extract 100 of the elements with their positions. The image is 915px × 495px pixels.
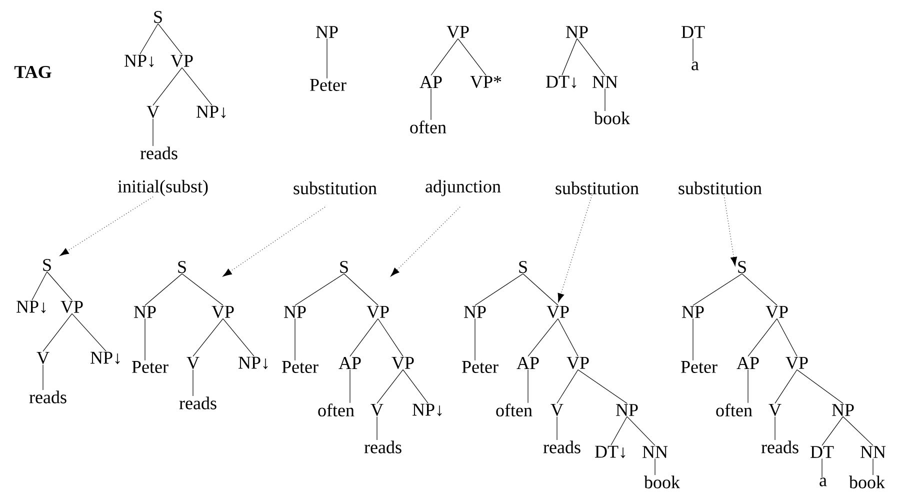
tree-branch (458, 38, 486, 76)
tree-label: a (820, 478, 827, 486)
tree-label: NP (464, 306, 486, 318)
tree-branch (294, 273, 344, 306)
tree-label: NP↓ (196, 106, 226, 118)
tree-branch (140, 23, 158, 54)
tree-branch (528, 318, 558, 357)
tree-branch (692, 273, 742, 306)
tree-branch (46, 271, 72, 301)
tree-branch (376, 416, 378, 440)
tree-label: NP (616, 404, 638, 416)
heading-label: TAG (14, 66, 52, 78)
tree-label: AP (420, 76, 442, 88)
tree-branch (796, 369, 844, 404)
tree-label: Peter (681, 361, 718, 373)
tree-branch (294, 318, 296, 361)
tree-branch (182, 273, 224, 306)
dotted-arrow (390, 206, 460, 276)
tree-label: Peter (310, 79, 346, 91)
tree-branch (350, 318, 378, 357)
tree-label: Peter (282, 361, 318, 373)
tree-label: DT↓ (546, 76, 576, 88)
tree-branch (376, 369, 404, 404)
tree-branch (378, 318, 404, 357)
tree-label: initial(subst) (118, 180, 208, 196)
tree-branch (774, 416, 776, 440)
tree-branch (822, 416, 844, 446)
tree-label: NP (134, 306, 156, 318)
tree-branch (182, 67, 212, 106)
tree-label: reads (29, 390, 66, 404)
tree-branch (144, 273, 182, 306)
tree-branch (578, 369, 628, 404)
tree-label: DT (810, 446, 834, 458)
tree-label: reads (543, 440, 580, 454)
tree-label: NP (566, 26, 588, 38)
tree-label: VP (60, 300, 83, 314)
tree-branch (192, 369, 194, 396)
tree-label: substitution (678, 182, 762, 194)
tree-label: Peter (462, 361, 498, 373)
tree-label: often (496, 404, 532, 416)
tree-branch (654, 458, 656, 476)
tree-branch (626, 416, 656, 446)
dotted-arrow (60, 248, 70, 256)
tree-label: often (318, 404, 354, 416)
tree-label: NP (284, 306, 306, 318)
tree-label: VP (170, 54, 193, 68)
tree-label: reads (179, 396, 216, 410)
tree-label: NN (642, 446, 668, 458)
tree-label: S (43, 258, 51, 272)
tree-label: reads (761, 440, 798, 454)
tree-branch (402, 369, 428, 404)
tree-label: book (644, 476, 680, 488)
tree-branch (430, 88, 432, 120)
tree-label: VP (392, 356, 414, 370)
tree-label: VP (446, 26, 469, 38)
tree-branch (344, 273, 378, 306)
tree-branch (522, 273, 558, 306)
tree-label: adjunction (426, 180, 501, 196)
tree-branch (842, 416, 874, 446)
tree-label: book (849, 476, 886, 488)
tree-branch (742, 273, 778, 306)
tree-branch (692, 318, 694, 361)
tree-label: V (550, 404, 564, 416)
tree-label: V (146, 106, 160, 118)
tree-label: S (154, 10, 162, 24)
tree-label: VP (212, 306, 234, 318)
tree-branch (556, 416, 558, 440)
tree-label: NP↓ (412, 404, 442, 416)
tree-branch (430, 38, 458, 76)
tree-branch (326, 38, 328, 79)
tree-label: book (594, 112, 630, 124)
tree-label: NP (832, 404, 854, 416)
tree-label: NP↓ (238, 356, 268, 370)
tree-branch (192, 318, 224, 357)
tree-label: NN (860, 446, 886, 458)
tree-branch (152, 67, 182, 106)
tree-label: NP↓ (124, 54, 154, 68)
tree-label: V (36, 352, 50, 364)
tree-branch (474, 273, 524, 306)
tree-label: S (738, 260, 746, 274)
tree-branch (776, 318, 798, 357)
tree-label: VP* (470, 76, 502, 88)
tree-label: DT (682, 26, 705, 38)
tree-label: VP (366, 306, 389, 318)
tree-branch (42, 313, 72, 352)
tree-label: AP (736, 357, 759, 369)
tree-label: substitution (294, 182, 377, 194)
tree-branch (144, 318, 146, 361)
tree-label: V (186, 356, 200, 370)
tree-label: V (370, 404, 384, 416)
tree-label: reads (364, 440, 402, 454)
tree-branch (556, 369, 578, 404)
tree-label: DT↓ (595, 446, 626, 458)
tree-branch (774, 369, 798, 404)
tree-branch (562, 38, 578, 76)
tree-label: AP (516, 357, 539, 369)
tree-branch (222, 318, 254, 356)
tree-label: VP (566, 356, 589, 370)
tree-label: VP (786, 356, 808, 370)
dotted-arrow (558, 292, 564, 302)
